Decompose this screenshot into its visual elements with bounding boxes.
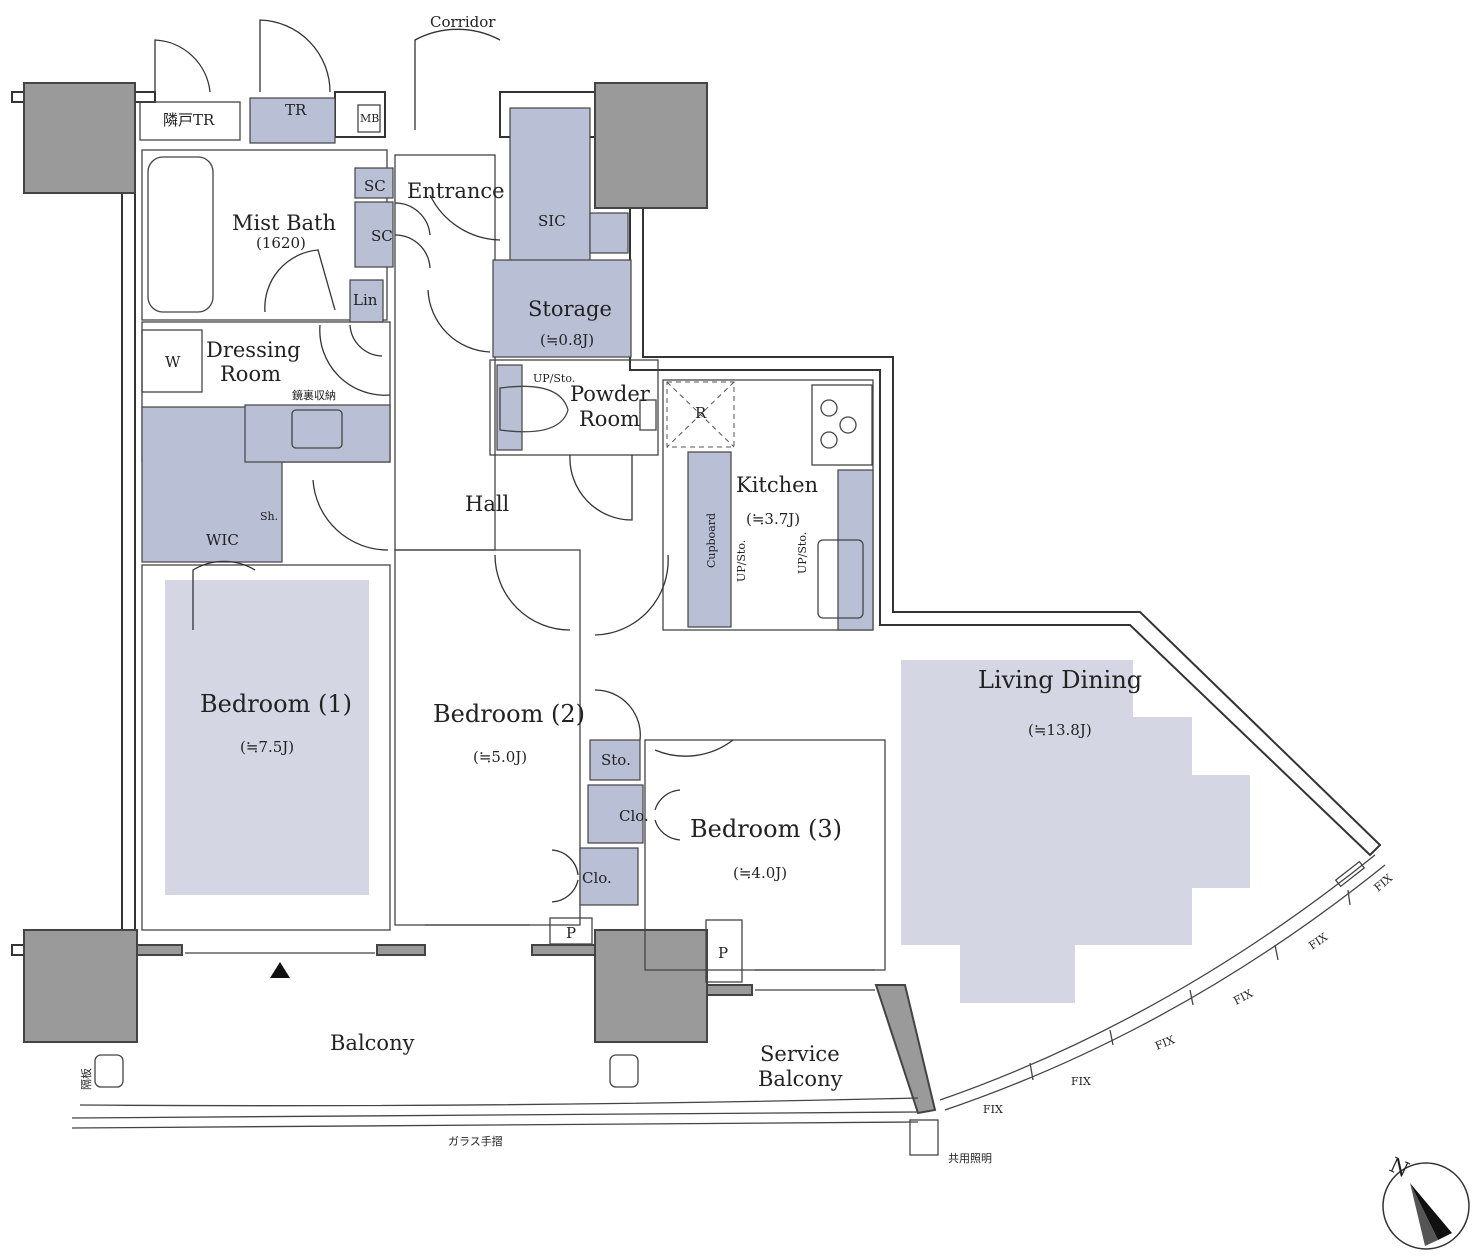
north-label: N — [1386, 1153, 1413, 1183]
corridor-label: Corridor — [430, 13, 496, 31]
p2-label: P — [718, 944, 728, 962]
compass-icon — [1382, 1162, 1470, 1250]
bedroom1-size: (≒7.5J) — [240, 738, 294, 756]
bedroom2-size: (≒5.0J) — [473, 748, 527, 766]
sto-fixture — [589, 739, 641, 781]
counter-fixture — [837, 469, 874, 631]
sic-fixture — [509, 107, 591, 281]
wic-label: WIC — [206, 531, 239, 549]
storage-fixture — [492, 259, 632, 358]
cupboard-fixture — [687, 451, 732, 628]
kitchen-upsto-label: UP/Sto. — [735, 540, 748, 582]
partition-label: 隔板 — [79, 1068, 93, 1090]
kitchen-size: (≒3.7J) — [746, 510, 800, 528]
clo2-label: Clo. — [582, 869, 612, 887]
mist-bath-label: Mist Bath — [232, 211, 336, 235]
washer-box — [141, 329, 203, 393]
kitchen-upsto-label-2: UP/Sto. — [796, 532, 809, 574]
hall-label: Hall — [465, 492, 510, 516]
mist-bath-size: (1620) — [256, 234, 306, 252]
mb-label: MB — [360, 112, 379, 125]
sink-basin — [291, 409, 343, 449]
structural-columns — [23, 82, 937, 1115]
storage-label: Storage — [528, 297, 612, 321]
balcony-label: Balcony — [330, 1031, 415, 1055]
toilet-bowl — [499, 385, 569, 433]
fix-label-6: FIX — [1372, 871, 1396, 894]
stove-box — [811, 384, 873, 466]
lin-label: Lin — [353, 291, 378, 309]
powder-room-label: Powder — [570, 382, 651, 406]
neighbor-tr-box — [139, 101, 241, 141]
living-dining-label: Living Dining — [978, 666, 1142, 694]
washer-label: W — [165, 353, 181, 371]
bedroom3-label: Bedroom (3) — [690, 815, 842, 843]
clo2-fixture — [579, 847, 639, 906]
fridge-label: R — [695, 404, 707, 422]
fix-label-2: FIX — [1071, 1075, 1091, 1088]
clo1-label: Clo. — [619, 807, 649, 825]
sc1-label: SC — [364, 177, 386, 195]
p1-box — [549, 917, 593, 945]
dressing-label: Dressing — [206, 338, 301, 362]
fix-label-1: FIX — [983, 1103, 1003, 1116]
sic-label: SIC — [538, 212, 566, 230]
balcony-drain-right — [609, 1054, 639, 1088]
glass-rail-label: ガラス手摺 — [448, 1134, 503, 1148]
common-light-label: 共用照明 — [948, 1152, 992, 1165]
entrance-label: Entrance — [407, 179, 505, 203]
cupboard-label: Cupboard — [705, 513, 718, 568]
bay-window-marks — [1029, 860, 1366, 1081]
kitchen-label: Kitchen — [736, 473, 818, 497]
bedroom1-area — [165, 580, 369, 895]
fixtures — [94, 97, 939, 1156]
kitchen-sink — [817, 539, 864, 619]
living-dining-size: (≒13.8J) — [1028, 721, 1092, 739]
lin-fixture — [349, 279, 384, 323]
entry-marker-icon — [270, 962, 290, 978]
storage-size: (≒0.8J) — [540, 331, 594, 349]
light-box — [909, 1119, 939, 1156]
clo1-fixture — [587, 784, 644, 844]
dressing-label-2: Room — [220, 362, 281, 386]
sc1-fixture — [354, 167, 394, 199]
mb-box — [357, 104, 381, 133]
service-balcony-label-2: Balcony — [758, 1067, 843, 1091]
labels: Corridor 隣戸TR TR MB Mist Bath (1620) SC … — [79, 13, 1413, 1182]
tr-fixture — [249, 97, 336, 144]
balcony-drain-left — [94, 1054, 124, 1088]
powder-sink — [639, 399, 657, 431]
neighbor-tr-label: 隣戸TR — [163, 111, 215, 129]
powder-room-label-2: Room — [579, 407, 640, 431]
sc2-label: SC — [371, 227, 393, 245]
fix-label-3: FIX — [1153, 1033, 1176, 1053]
fix-label-4: FIX — [1231, 987, 1255, 1008]
fix-label-5: FIX — [1306, 931, 1330, 953]
bedroom3-size: (≒4.0J) — [733, 864, 787, 882]
bedroom2-label: Bedroom (2) — [433, 700, 585, 728]
sc2-fixture — [354, 201, 394, 268]
mirror-storage-label: 鏡裏収納 — [292, 388, 336, 402]
service-balcony-label: Service — [760, 1042, 840, 1066]
fridge-space — [666, 381, 735, 448]
toilet-tank — [496, 364, 523, 451]
sto-label: Sto. — [601, 751, 631, 769]
living-area — [901, 660, 1250, 1003]
p1-label: P — [566, 924, 576, 942]
bedroom1-label: Bedroom (1) — [200, 690, 352, 718]
p2-box — [705, 919, 743, 983]
sic-side-fixture — [589, 212, 629, 254]
vanity-fixture — [244, 404, 391, 463]
doors — [154, 19, 734, 903]
powder-upsto-label: UP/Sto. — [533, 372, 575, 385]
tr-label: TR — [285, 101, 307, 119]
shoe-label: Sh. — [260, 510, 278, 523]
